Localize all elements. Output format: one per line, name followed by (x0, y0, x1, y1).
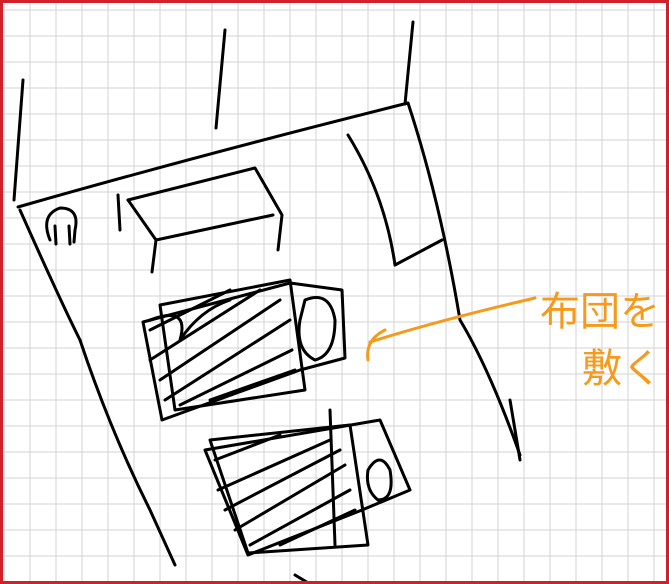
low-table (116, 166, 284, 274)
annotation-line-1: 布団を (540, 289, 660, 335)
futon-2 (203, 408, 412, 557)
outlet-icon (45, 206, 78, 246)
annotation-line-2: 敷く (582, 346, 662, 392)
futon-1 (141, 278, 347, 422)
annotation-arrow (366, 296, 537, 362)
closet (346, 133, 444, 267)
room-outline (12, 20, 522, 567)
